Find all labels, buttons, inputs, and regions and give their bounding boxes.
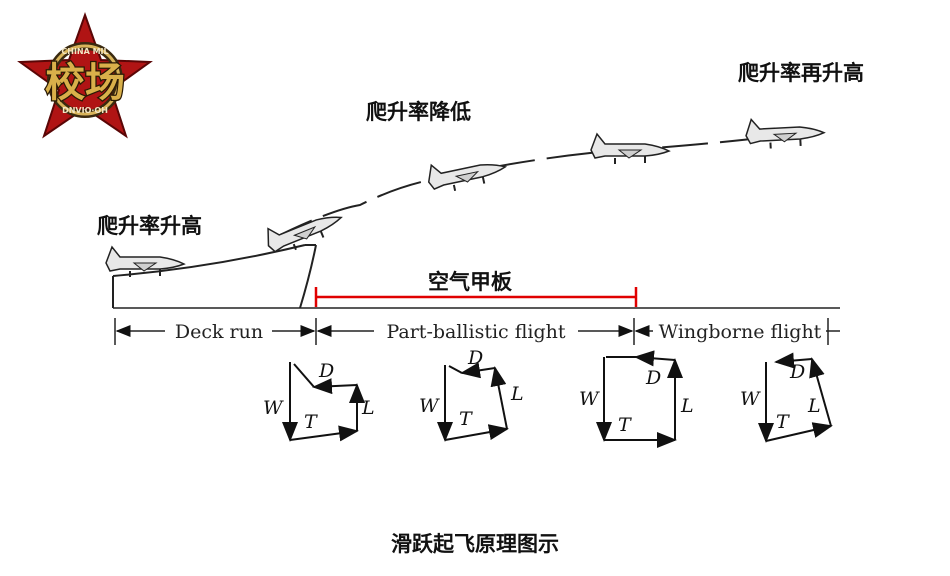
force-l-3: L [680,395,694,417]
force-d-3: D [645,367,661,389]
force-w-4: W [740,388,761,410]
phase-wingborne: Wingborne flight [659,321,822,343]
force-w-1: W [263,397,284,419]
aircraft-transition [590,132,671,164]
force-d-1: D [318,360,334,382]
aircraft-wingborne [745,118,826,149]
force-t-4: T [776,411,790,433]
air-deck-bracket [314,287,638,307]
red-star-icon [17,12,153,139]
flight-trajectory [269,137,761,241]
force-diagram-wingborne [758,352,833,443]
force-diagram-ballistic [437,362,509,442]
force-t-3: T [618,414,632,436]
aircraft-ramp-exit [267,216,343,253]
force-w-2: W [419,395,440,417]
force-w-3: W [579,388,600,410]
phase-part-ballistic: Part-ballistic flight [386,321,565,343]
force-l-1: L [361,397,375,419]
logo-ring-text: CHINA MIL [61,47,108,56]
force-diagram-transition [596,350,683,448]
label-air-deck: 空气甲板 [428,270,513,294]
label-climb-rate-up: 爬升率升高 [97,214,202,238]
carrier-deck [112,244,840,309]
force-l-4: L [807,395,821,417]
force-t-1: T [304,411,318,433]
logo-ring-text-bottom: DNVIO·OH [62,106,108,115]
force-l-2: L [510,383,524,405]
label-climb-rate-up-again: 爬升率再升高 [738,61,864,85]
force-t-2: T [459,408,473,430]
force-d-2: D [467,347,483,369]
aircraft-ballistic [427,163,508,191]
xiaochang-logo: CHINA MIL DNVIO·OH 校场 [17,12,153,139]
logo-main-text: 校场 [45,59,125,106]
force-d-4: D [789,361,805,383]
diagram-caption: 滑跃起飞原理图示 [391,532,559,556]
phase-deck-run: Deck run [175,321,263,343]
phase-dimension-lines [114,318,840,345]
aircraft-on-deck [105,245,186,277]
label-climb-rate-down: 爬升率降低 [366,100,471,124]
force-diagram-deck-run [282,362,365,442]
